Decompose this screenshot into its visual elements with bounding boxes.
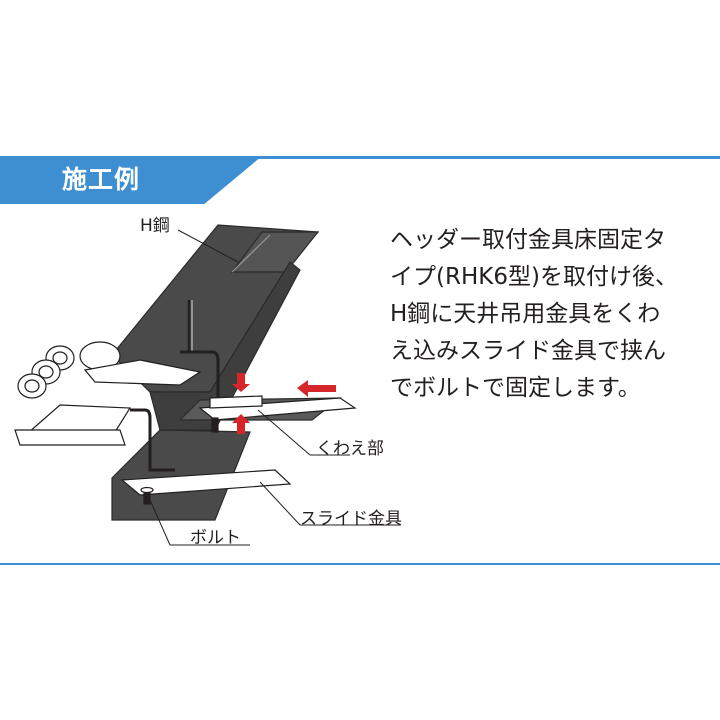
section-title: 施工例 bbox=[62, 165, 141, 194]
arrow-up-icon bbox=[232, 414, 250, 434]
description-line: ヘッダー取付金具床固定タ bbox=[390, 227, 666, 253]
hanging-fitting bbox=[180, 350, 250, 410]
arrow-down-icon bbox=[232, 373, 250, 392]
slide-fitting-lower bbox=[120, 469, 292, 496]
label-bolt: ボルト bbox=[190, 528, 241, 548]
installation-illustration bbox=[14, 224, 400, 546]
description-line: イプ(RHK6型)を取付け後、 bbox=[390, 264, 678, 290]
description-line: え込みスライド金具で挟ん bbox=[390, 338, 666, 364]
description-text: ヘッダー取付金具床固定タ イプ(RHK6型)を取付け後、 H鋼に天井吊用金具をく… bbox=[390, 222, 708, 407]
arrow-left-icon bbox=[297, 380, 336, 397]
slide-fitting-top bbox=[209, 395, 263, 409]
label-slide-fitting: スライド金具 bbox=[300, 509, 402, 529]
description-line: H鋼に天井吊用金具をくわ bbox=[390, 301, 661, 327]
footer-rule bbox=[0, 563, 720, 565]
slide-fitting-upper bbox=[198, 397, 357, 421]
description-line: でボルトで固定します。 bbox=[390, 375, 641, 401]
header-plate-upper bbox=[83, 359, 202, 386]
header-pipes bbox=[17, 341, 121, 399]
clamp-arrows bbox=[232, 373, 336, 434]
label-h-beam: H鋼 bbox=[140, 216, 170, 236]
header-rule bbox=[0, 156, 720, 159]
label-clamp-part: くわえ部 bbox=[316, 439, 384, 459]
floor-bracket bbox=[14, 429, 126, 446]
